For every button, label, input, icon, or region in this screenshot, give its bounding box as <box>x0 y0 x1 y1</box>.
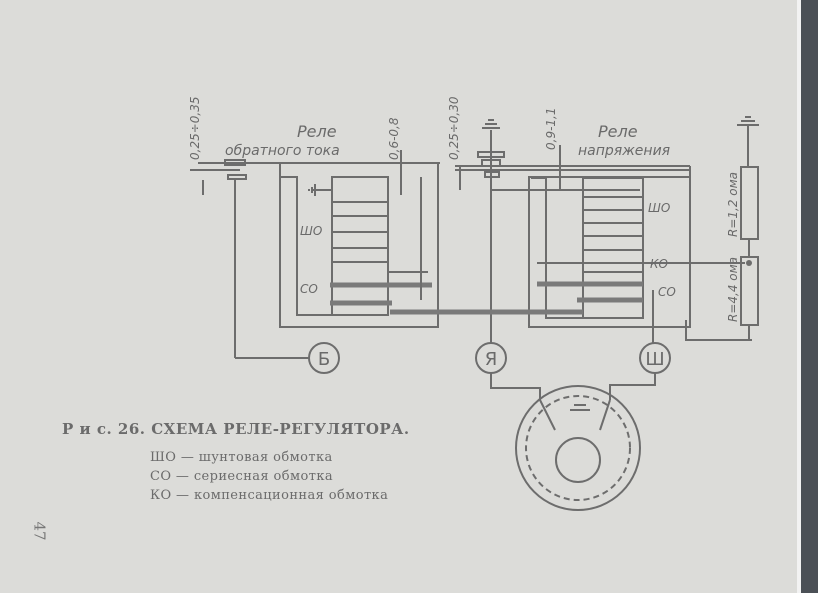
terminal-sh-label: Ш <box>645 349 664 370</box>
relay2-gap2: 0,9-1,1 <box>544 108 558 151</box>
terminal-ya-label: Я <box>485 349 498 370</box>
terminal-b-label: Б <box>318 349 330 370</box>
generator <box>490 373 656 511</box>
page-number: 47 <box>30 521 49 541</box>
relay1-gap1: 0,25÷0,35 <box>188 97 202 161</box>
relay2-ko-label: КО <box>650 257 668 271</box>
page-edge <box>797 0 801 593</box>
relay1-title: Реле <box>297 122 337 141</box>
resistors: R=1,2 ома R=4,4 ома <box>726 116 759 340</box>
relay2-so-label: СО <box>658 285 676 299</box>
relay1-gap2: 0,6-0,8 <box>387 117 401 160</box>
resistor2-label: R=4,4 ома <box>726 257 740 322</box>
resistor1-label: R=1,2 ома <box>726 172 740 237</box>
relay2-subtitle: напряжения <box>578 143 670 159</box>
relay1-sho-label: ШО <box>300 224 322 238</box>
terminals: Б Я Ш <box>308 342 671 374</box>
legend-item-sho: ШО — шунтовая обмотка <box>150 450 333 465</box>
scanned-page <box>0 0 797 593</box>
legend-item-so: СО — сериесная обмотка <box>150 469 334 484</box>
terminal-b <box>308 342 340 374</box>
figure-caption: Р и с. 26. СХЕМА РЕЛЕ-РЕГУЛЯТОРА. <box>62 420 410 438</box>
relay2-gap1: 0,25÷0,30 <box>447 96 461 160</box>
shunt-coil <box>332 201 388 263</box>
legend-item-ko: КО — компенсационная обмотка <box>150 488 389 503</box>
reverse-current-relay: Реле обратного тока 0,25÷0,35 0,6-0,8 ШО… <box>188 97 470 359</box>
relay2-sho-label: ШО <box>648 201 670 215</box>
relay1-subtitle: обратного тока <box>225 143 340 159</box>
relay1-so-label: СО <box>300 282 318 296</box>
relay2-title: Реле <box>598 122 638 141</box>
voltage-relay: Реле напряжения 0,25÷0,30 0,9-1,1 ШО КО … <box>390 96 752 344</box>
